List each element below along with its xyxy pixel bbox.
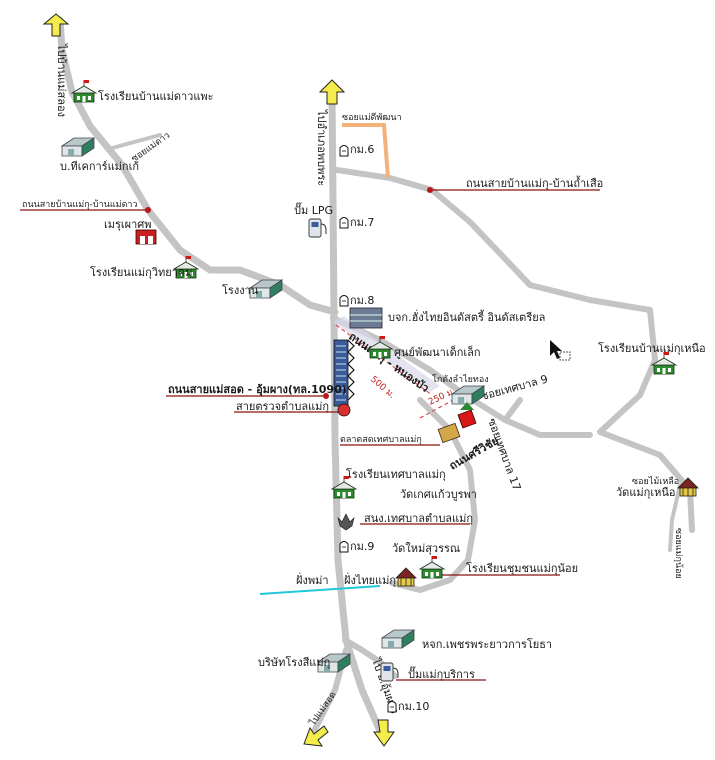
road-label-north-main: ไปอำเภอพบพระ: [315, 109, 328, 186]
km-label-9: กม.9: [350, 540, 374, 553]
company-mae-ka-label: บริษัทโรงสีแม่กุ: [258, 655, 330, 669]
road-mae-ka-mae-dao-label: ถนนสายบ้านแม่กุ-บ้านแม่ดาว: [22, 199, 138, 210]
company-hang-thai: บจก.ฮั่งไทยอินดัสตรี้ อินดัสเตรียล: [349, 307, 545, 329]
school-mae-dao: โรงเรียนบ้านแม่ดาวแพะ: [71, 79, 214, 103]
school-municipal: โรงเรียนเทศบาลแม่กุ: [331, 467, 446, 499]
arrow-down-right: [373, 719, 395, 747]
school-municipal-label: โรงเรียนเทศบาลแม่กุ: [346, 467, 446, 481]
border-label-1: ฝั่งพม่า: [296, 572, 329, 587]
gas-station: ปั๊มแม่กุบริการ: [380, 662, 486, 682]
school-mae-ka-nuea-label: โรงเรียนบ้านแม่กุเหนือ: [598, 341, 706, 355]
fire-station: เมรุเผาศพ: [104, 218, 157, 245]
municipal-market: ตลาดสดเทศบาลแม่กุ: [340, 422, 461, 446]
police-box: สายตรวจตำบลแม่กุ: [234, 400, 351, 417]
police-label: สายตรวจตำบลแม่กุ: [236, 400, 329, 413]
school-mae-ka-noi-label: โรงเรียนชุมชนแม่กุน้อย: [466, 561, 578, 575]
fire-station-label: เมรุเผาศพ: [104, 218, 152, 231]
km-label-10: กม.10: [398, 700, 429, 713]
wat-mai-label: วัดใหม่สุวรรณ: [392, 542, 460, 555]
school-wittayakom: โรงเรียนแม่กุวิทยาคม: [90, 255, 199, 279]
market-hall-label: โกดังลำไยทอง: [432, 374, 489, 385]
wat-nuea-label: วัดแม่กุเหนือ: [616, 486, 675, 499]
lpg-label: ปั๊ม LPG: [294, 202, 333, 217]
cursor: [550, 340, 571, 361]
km-marker-10: กม.10: [387, 700, 429, 713]
road-mae-sot: ถนนสายแม่สอด - อุ้มผาง(ทล.1090): [166, 383, 347, 399]
company-hang-thai-label: บจก.ฮั่งไทยอินดัสตรี้ อินดัสเตรียล: [388, 309, 545, 324]
arrow-down-left: [303, 725, 329, 747]
road-mae-ka-mae-dao: ถนนสายบ้านแม่กุ-บ้านแม่ดาว: [20, 199, 151, 213]
market-hall: โกดังลำไยทอง: [432, 374, 489, 405]
red-marker: [457, 402, 477, 429]
municipal-office-label: สนง.เทศบาลตำบลแม่กุ: [364, 512, 473, 525]
border-line: ฝั่งพม่า ฝั่งไทยแม่กุ: [259, 572, 396, 595]
km-label-7: กม.7: [350, 216, 374, 229]
wat-mai: วัดใหม่สุวรรณ: [392, 542, 460, 587]
municipal-office: สนง.เทศบาลตำบลแม่กุ: [337, 512, 473, 531]
factory: โรงงาน: [222, 279, 283, 299]
town-buildings: [333, 339, 355, 407]
km-label-8: กม.8: [350, 294, 374, 307]
km-marker-8: กม.8: [339, 294, 374, 307]
km-marker-9: กม.9: [339, 540, 374, 553]
childcare-center: ศูนย์พัฒนาเด็กเล็ก: [367, 335, 481, 359]
road-label-soi-9: ซอยเทศบาล 9: [479, 373, 549, 403]
childcare-label: ศูนย์พัฒนาเด็กเล็ก: [394, 345, 481, 359]
road-mae-sot-label: ถนนสายแม่สอด - อุ้มผาง(ทล.1090): [168, 383, 347, 397]
temple-nuea: ซอยไม้เหลือ วัดแม่กุเหนือ: [616, 476, 699, 499]
gas-station-label: ปั๊มแม่กุบริการ: [408, 666, 475, 681]
hq-phet: หจก.เพชรพระยาวการโยธา: [381, 629, 552, 651]
car-care: บ.ทีเคการ์แม่กเก้: [60, 137, 139, 173]
wat-kaew-label: วัดเกศแก้วบูรพา: [400, 488, 477, 501]
factory-label: โรงงาน: [222, 283, 259, 297]
border-label-2: ฝั่งไทยแม่กุ: [344, 572, 396, 587]
arrow-north-main: [318, 79, 346, 105]
school-wittayakom-label: โรงเรียนแม่กุวิทยาคม: [90, 265, 192, 279]
road-mae-ka-tham-label: ถนนสายบ้านแม่กุ-บ้านถ้ำเสือ: [466, 175, 603, 190]
road-mae-ka-tham: ถนนสายบ้านแม่กุ-บ้านถ้ำเสือ: [427, 175, 603, 193]
km-label-6: กม.6: [350, 143, 374, 156]
arrow-north-left: [42, 13, 70, 37]
km-marker-7: กม.7: [339, 216, 374, 229]
road-label-down-left: ไปแม่สอด: [307, 690, 339, 729]
soi-wat-label: ซอยไม้เหลือ: [632, 476, 679, 487]
car-care-label: บ.ทีเคการ์แม่กเก้: [60, 160, 139, 173]
school-mae-ka-nuea: โรงเรียนบ้านแม่กุเหนือ: [598, 341, 706, 375]
market-label: ตลาดสดเทศบาลแม่กุ: [340, 435, 422, 445]
km-marker-6: กม.6: [339, 143, 374, 157]
road-label-soi-orange: ซอยแม่ดีพัฒนา: [342, 112, 402, 123]
wat-kaew: วัดเกศแก้วบูรพา: [400, 488, 477, 501]
lpg-station: ปั๊ม LPG: [294, 202, 333, 238]
school-mae-dao-label: โรงเรียนบ้านแม่ดาวแพะ: [98, 89, 214, 103]
hq-phet-label: หจก.เพชรพระยาวการโยธา: [422, 637, 552, 651]
road-label-north-left: ไปบ้านแม่สลอง: [55, 43, 68, 117]
road-label-soi-down: ซอยแม่กุน้อย: [673, 528, 684, 579]
distance-label-1: 500 ม.: [368, 375, 397, 401]
school-mae-ka-noi: โรงเรียนชุมชนแม่กุน้อย: [419, 555, 578, 579]
company-mae-ka: บริษัทโรงสีแม่กุ: [258, 653, 351, 673]
